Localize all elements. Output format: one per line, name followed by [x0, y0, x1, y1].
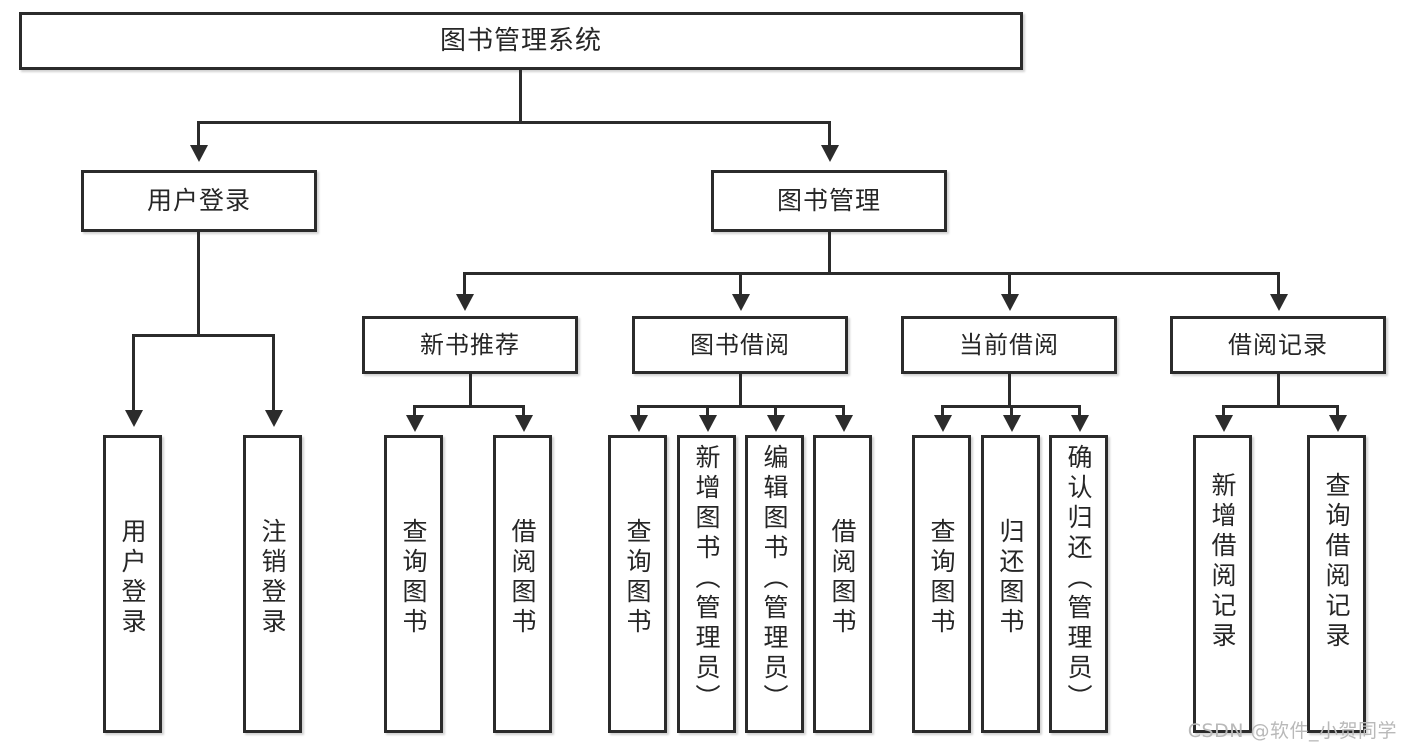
leaf-br-add-record[interactable]: 新增借阅记录	[1193, 435, 1252, 733]
leaf-user-login[interactable]: 用户登录	[103, 435, 162, 733]
leaf-nb-borrow-book[interactable]: 借阅图书	[493, 435, 552, 733]
arrowhead-cb-return	[1003, 415, 1021, 432]
leaf-cb-query-book[interactable]: 查询图书	[912, 435, 971, 733]
connector-drop-book-borrow	[739, 272, 742, 296]
arrowhead-user-login	[190, 145, 208, 162]
connector-user-login-bus	[132, 334, 275, 337]
connector-borrow-record-bus	[1222, 405, 1339, 408]
connector-book-manage-bus	[463, 272, 1277, 275]
arrowhead-nb-query	[406, 415, 424, 432]
arrowhead-br-query	[1329, 415, 1347, 432]
arrowhead-bb-query	[630, 415, 648, 432]
arrowhead-leaf-logout	[265, 410, 283, 427]
connector-new-book-bus	[413, 405, 525, 408]
connector-new-book-stem	[469, 374, 472, 406]
node-label: 图书借阅	[690, 330, 790, 359]
node-label: 图书管理	[776, 186, 881, 216]
connector-drop-cb-confirm	[1078, 405, 1081, 417]
csdn-watermark: CSDN @软件_小贺同学	[1187, 720, 1397, 742]
connector-root-stem	[519, 70, 522, 122]
node-label: 归还图书	[996, 518, 1025, 638]
node-label: 图书管理系统	[439, 25, 602, 56]
connector-drop-bb-add	[706, 405, 709, 417]
node-label: 注销登录	[258, 518, 287, 638]
arrowhead-bb-add	[699, 415, 717, 432]
arrowhead-new-book	[456, 294, 474, 311]
arrowhead-bb-borrow	[835, 415, 853, 432]
connector-drop-br-query	[1336, 405, 1339, 417]
node-label: 编辑图书（管理员）	[760, 444, 789, 714]
arrowhead-br-add	[1215, 415, 1233, 432]
connector-drop-nb-query	[413, 405, 416, 417]
arrowhead-cb-confirm	[1071, 415, 1089, 432]
connector-current-borrow-stem	[1008, 374, 1011, 406]
connector-user-login-stem	[197, 232, 200, 335]
node-label: 查询借阅记录	[1322, 472, 1351, 652]
connector-drop-br-add	[1222, 405, 1225, 417]
leaf-bb-borrow-book[interactable]: 借阅图书	[813, 435, 872, 733]
connector-book-borrow-stem	[739, 374, 742, 406]
connector-drop-leaf-user-login	[132, 334, 135, 412]
node-current-borrow[interactable]: 当前借阅	[901, 316, 1117, 374]
node-label: 借阅图书	[508, 518, 537, 638]
leaf-cb-return-book[interactable]: 归还图书	[981, 435, 1040, 733]
arrowhead-current-borrow	[1001, 294, 1019, 311]
arrowhead-book-borrow	[732, 294, 750, 311]
node-book-management[interactable]: 图书管理	[711, 170, 947, 232]
connector-book-borrow-bus	[637, 405, 845, 408]
node-label: 用户登录	[118, 518, 147, 638]
connector-borrow-record-stem	[1277, 374, 1280, 406]
node-label: 查询图书	[399, 518, 428, 638]
leaf-bb-edit-book-admin[interactable]: 编辑图书（管理员）	[745, 435, 804, 733]
arrowhead-nb-borrow	[515, 415, 533, 432]
node-label: 借阅图书	[828, 518, 857, 638]
connector-drop-book-manage	[828, 121, 831, 147]
node-label: 用户登录	[146, 186, 251, 216]
connector-book-manage-stem	[828, 232, 831, 273]
connector-drop-bb-edit	[774, 405, 777, 417]
leaf-cb-confirm-return-admin[interactable]: 确认归还（管理员）	[1049, 435, 1108, 733]
connector-drop-borrow-record	[1277, 272, 1280, 296]
connector-drop-cb-query	[941, 405, 944, 417]
node-root-library-system[interactable]: 图书管理系统	[19, 12, 1023, 70]
arrowhead-book-manage	[821, 145, 839, 162]
node-label: 确认归还（管理员）	[1064, 444, 1093, 714]
connector-drop-nb-borrow	[522, 405, 525, 417]
node-book-borrow[interactable]: 图书借阅	[632, 316, 848, 374]
node-borrow-record[interactable]: 借阅记录	[1170, 316, 1386, 374]
arrowhead-borrow-record	[1270, 294, 1288, 311]
node-label: 新增借阅记录	[1208, 472, 1237, 652]
node-label: 借阅记录	[1228, 330, 1328, 359]
leaf-bb-query-book[interactable]: 查询图书	[608, 435, 667, 733]
leaf-br-query-record[interactable]: 查询借阅记录	[1307, 435, 1366, 733]
node-label: 当前借阅	[959, 330, 1059, 359]
node-label: 新增图书（管理员）	[692, 444, 721, 714]
connector-drop-leaf-logout	[272, 334, 275, 412]
connector-drop-bb-query	[637, 405, 640, 417]
connector-drop-current-borrow	[1008, 272, 1011, 296]
arrowhead-leaf-user-login	[125, 410, 143, 427]
connector-drop-cb-return	[1010, 405, 1013, 417]
leaf-bb-add-book-admin[interactable]: 新增图书（管理员）	[677, 435, 736, 733]
leaf-logout[interactable]: 注销登录	[243, 435, 302, 733]
node-label: 查询图书	[623, 518, 652, 638]
connector-drop-bb-borrow	[842, 405, 845, 417]
node-user-login[interactable]: 用户登录	[81, 170, 317, 232]
connector-root-bus	[197, 121, 831, 124]
leaf-nb-query-book[interactable]: 查询图书	[384, 435, 443, 733]
node-label: 新书推荐	[420, 330, 520, 359]
arrowhead-bb-edit	[767, 415, 785, 432]
connector-drop-user-login	[197, 121, 200, 147]
node-label: 查询图书	[927, 518, 956, 638]
node-new-book-recommend[interactable]: 新书推荐	[362, 316, 578, 374]
arrowhead-cb-query	[934, 415, 952, 432]
connector-drop-new-book	[463, 272, 466, 296]
